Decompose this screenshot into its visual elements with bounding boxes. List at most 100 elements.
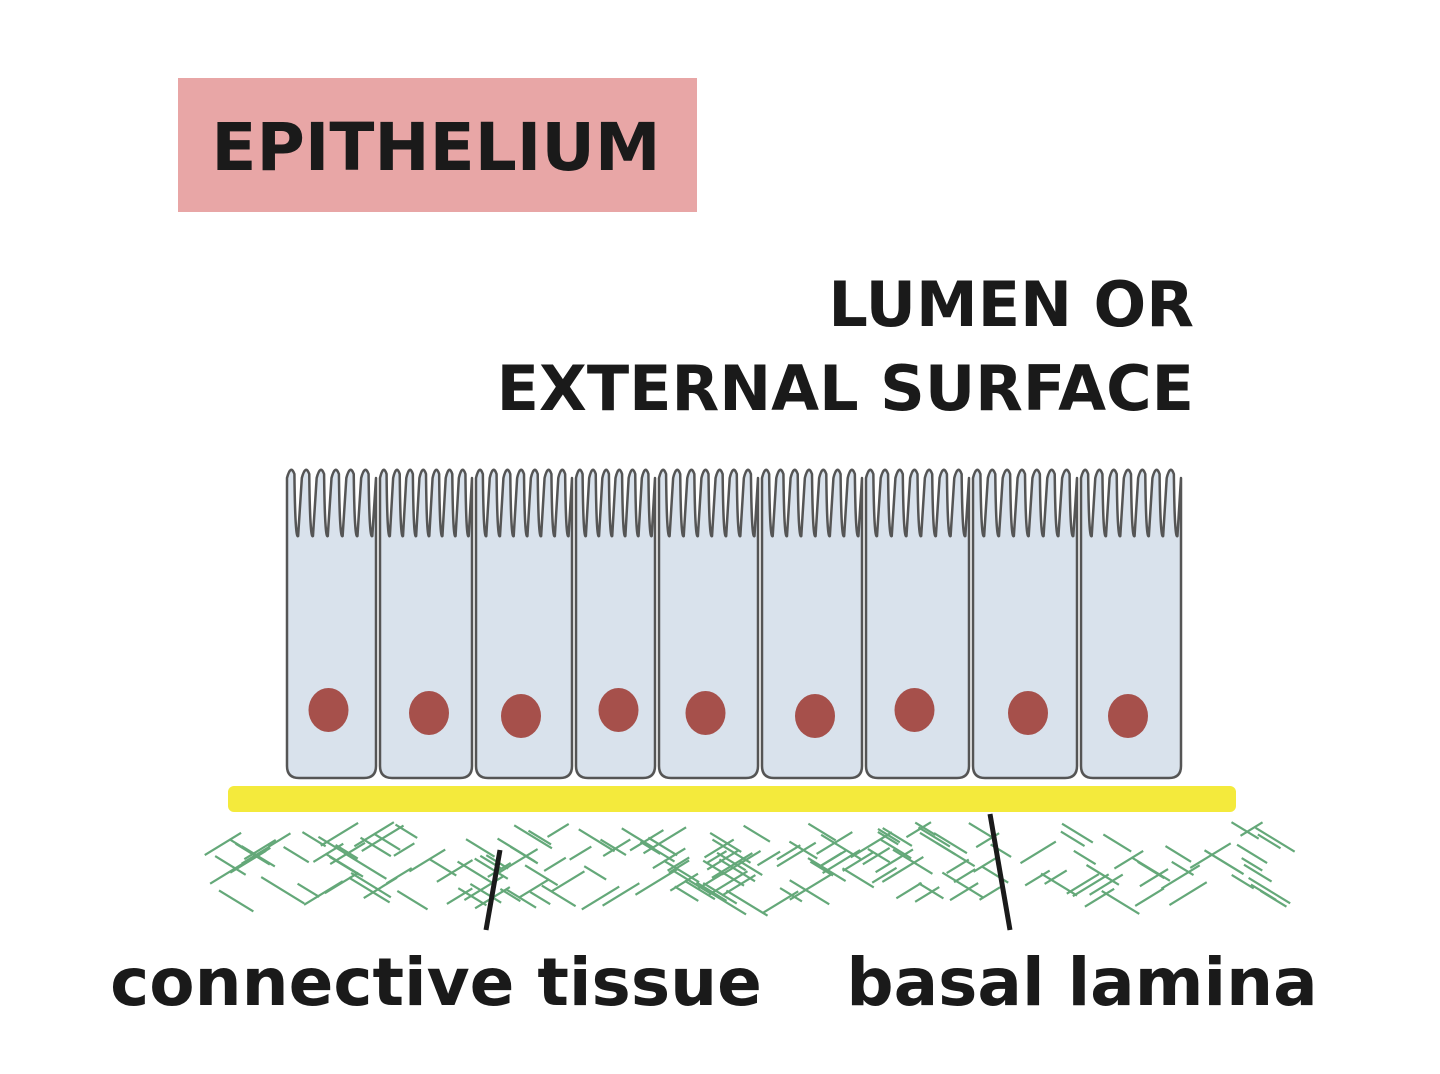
connective-fiber bbox=[705, 850, 728, 865]
connective-fiber bbox=[1257, 833, 1282, 850]
connective-fiber bbox=[465, 838, 496, 858]
connective-fiber bbox=[1231, 873, 1255, 890]
connective-fiber bbox=[214, 855, 247, 876]
connective-fiber bbox=[1102, 833, 1132, 853]
connective-fiber bbox=[968, 822, 993, 838]
connective-fiber bbox=[474, 857, 509, 880]
connective-fiber bbox=[892, 848, 934, 875]
connective-fiber bbox=[1241, 857, 1263, 872]
connective-fiber bbox=[446, 887, 473, 905]
connective-fiber bbox=[716, 851, 747, 872]
connective-fiber bbox=[880, 838, 912, 860]
basal-lamina-band bbox=[228, 786, 1236, 812]
connective-fiber bbox=[877, 828, 901, 844]
connective-fiber bbox=[602, 838, 631, 857]
connective-fiber bbox=[895, 881, 923, 900]
connective-fiber bbox=[779, 887, 803, 903]
surface-label-line2: EXTERNAL SURFACE bbox=[497, 352, 1194, 425]
connective-fiber bbox=[1040, 872, 1078, 897]
connective-fiber bbox=[1024, 869, 1051, 887]
nucleus bbox=[685, 691, 726, 735]
connective-fiber bbox=[1072, 873, 1110, 898]
connective-fiber bbox=[981, 865, 1009, 884]
connective-fiber bbox=[663, 859, 700, 884]
connective-fiber bbox=[762, 890, 799, 914]
connective-fiber bbox=[683, 879, 716, 901]
connective-fiber bbox=[917, 882, 944, 900]
epithelial-cell bbox=[378, 468, 474, 780]
connective-fiber bbox=[518, 878, 550, 899]
connective-fiber bbox=[505, 888, 537, 909]
cell-body bbox=[864, 468, 971, 780]
connective-fiber bbox=[569, 845, 592, 861]
epithelial-cell bbox=[657, 468, 760, 780]
epithelial-cell bbox=[285, 468, 378, 780]
connective-fiber bbox=[667, 856, 690, 872]
connective-fiber bbox=[1066, 873, 1100, 895]
connective-fiber bbox=[776, 844, 801, 861]
connective-fiber bbox=[283, 845, 310, 864]
connective-fiber bbox=[469, 882, 502, 904]
connective-tissue-leader bbox=[483, 849, 503, 931]
connective-fiber bbox=[706, 849, 739, 871]
connective-fiber bbox=[647, 836, 678, 857]
connective-fiber bbox=[204, 831, 242, 856]
connective-fiber bbox=[529, 890, 551, 906]
connective-fiber bbox=[543, 856, 567, 872]
connective-fiber bbox=[634, 867, 679, 896]
connective-fiber bbox=[1061, 822, 1094, 844]
connective-fiber bbox=[1254, 826, 1296, 853]
connective-fiber bbox=[457, 887, 487, 907]
connective-fiber bbox=[1019, 840, 1057, 865]
epithelial-cell bbox=[760, 468, 864, 780]
connective-fiber bbox=[789, 879, 830, 906]
cell-body bbox=[657, 468, 760, 780]
connective-fiber bbox=[642, 826, 687, 855]
connective-fiber bbox=[348, 876, 391, 904]
connective-fiber bbox=[875, 848, 914, 874]
connective-fiber bbox=[881, 855, 924, 883]
connective-fiber bbox=[260, 876, 305, 905]
connective-fiber bbox=[487, 862, 512, 878]
connective-fiber bbox=[708, 870, 749, 896]
connective-fiber bbox=[1239, 821, 1264, 837]
connective-tissue-label: connective tissue bbox=[110, 944, 762, 1021]
connective-fiber bbox=[640, 840, 676, 863]
connective-fiber bbox=[697, 871, 725, 890]
connective-fiber bbox=[1084, 887, 1115, 908]
cell-body bbox=[971, 468, 1079, 780]
connective-fiber bbox=[350, 872, 392, 899]
connective-fiber bbox=[1168, 881, 1208, 906]
connective-fiber bbox=[776, 841, 817, 868]
nucleus bbox=[598, 688, 639, 732]
nucleus bbox=[1108, 694, 1148, 738]
connective-fiber bbox=[807, 822, 837, 842]
connective-fiber bbox=[702, 882, 738, 905]
connective-fiber bbox=[267, 832, 292, 848]
connective-fiber bbox=[602, 882, 640, 907]
connective-fiber bbox=[1189, 842, 1232, 869]
connective-fiber bbox=[581, 885, 620, 911]
connective-fiber bbox=[1139, 868, 1169, 888]
nucleus bbox=[501, 694, 541, 738]
title-box bbox=[178, 78, 697, 212]
connective-fiber bbox=[739, 860, 763, 876]
connective-fiber bbox=[218, 889, 254, 913]
cell-body bbox=[760, 468, 864, 780]
connective-fiber bbox=[933, 832, 968, 855]
connective-fiber bbox=[296, 882, 320, 898]
connective-fiber bbox=[1164, 845, 1192, 863]
connective-fiber bbox=[393, 842, 415, 857]
epithelial-cell bbox=[474, 468, 574, 780]
connective-fiber bbox=[807, 857, 847, 883]
epithelial-cell-layer bbox=[285, 468, 1183, 780]
connective-fiber bbox=[1259, 889, 1288, 908]
connective-fiber bbox=[953, 868, 976, 884]
connective-fiber bbox=[871, 866, 898, 884]
connective-fiber bbox=[789, 873, 832, 901]
connective-fiber bbox=[1113, 850, 1144, 870]
connective-fiber bbox=[703, 838, 735, 859]
connective-fiber bbox=[303, 880, 344, 906]
connective-fiber bbox=[546, 822, 570, 838]
connective-fiber bbox=[1171, 860, 1195, 877]
